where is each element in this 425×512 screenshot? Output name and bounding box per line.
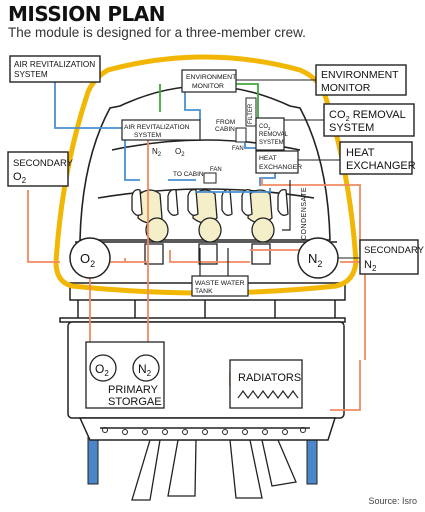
inner-waste-water-tank: WASTE WATER TANK [191, 275, 249, 297]
inner-o2-label: O2 [175, 147, 185, 158]
primary-storage-label: PRIMARY [108, 384, 159, 396]
svg-text:FROM: FROM [216, 119, 235, 126]
callout-leaders [236, 79, 360, 259]
rim-o2-tank [69, 237, 111, 279]
svg-text:EXCHANGER: EXCHANGER [346, 160, 416, 172]
svg-text:N2: N2 [138, 362, 152, 378]
rim-n2-tank [297, 237, 339, 279]
inner-condensate-label: CONDENSATE [301, 187, 308, 240]
svg-text:EXCHANGER: EXCHANGER [259, 164, 302, 171]
svg-text:FAN: FAN [210, 167, 222, 173]
condensate-line [199, 180, 291, 276]
radiators-group: RADIATORS [229, 359, 303, 409]
inner-n2-label: N2 [152, 147, 162, 158]
co2-flow-lines [159, 83, 259, 118]
inner-co2-removal: CO2 REMOVAL SYSTEM [255, 117, 289, 151]
page-title: MISSION PLAN [8, 2, 166, 26]
radiators-label: RADIATORS [238, 372, 301, 384]
svg-text:SYSTEM: SYSTEM [134, 132, 161, 139]
inner-environment-monitor: ENVIRONMENT MONITOR [181, 69, 237, 93]
svg-text:HEAT: HEAT [346, 147, 375, 159]
callout-co2-removal: CO2 REMOVAL SYSTEM [323, 103, 415, 137]
svg-text:ENVIRONMENT: ENVIRONMENT [321, 69, 399, 81]
primary-n2-tank [132, 354, 160, 382]
inner-from-cabin: FROM CABIN FAN [215, 119, 247, 152]
svg-text:CO2 REMOVAL: CO2 REMOVAL [329, 109, 406, 123]
inner-air-revitalization: AIR REVITALIZATION SYSTEM [121, 119, 201, 141]
svg-text:N2: N2 [364, 259, 377, 273]
callout-heat-exchanger: HEAT EXCHANGER [339, 141, 416, 175]
engine-nozzles [131, 439, 297, 501]
callout-secondary-n2: SECONDARY N2 [359, 239, 425, 275]
callout-secondary-o2: SECONDARY O2 [7, 151, 74, 187]
primary-o2-tank [89, 354, 117, 382]
rim-o2-label: O2 [80, 251, 95, 269]
inner-to-cabin: TO CABIN FAN [173, 167, 222, 184]
inner-filter: FILTER [245, 97, 257, 127]
page-subtitle: The module is designed for a three-membe… [8, 25, 306, 40]
svg-text:SECONDARY: SECONDARY [13, 158, 74, 169]
svg-text:TANK: TANK [195, 288, 213, 295]
svg-text:CABIN: CABIN [215, 126, 235, 133]
svg-text:SYSTEM: SYSTEM [329, 122, 374, 134]
svg-text:HEAT: HEAT [259, 155, 277, 162]
svg-text:SECONDARY: SECONDARY [364, 245, 425, 256]
svg-text:ENVIRONMENT: ENVIRONMENT [186, 74, 236, 81]
air-flow-lines [54, 78, 276, 193]
source-credit: Source: Isro [368, 496, 417, 506]
crew-seats [131, 188, 289, 265]
svg-text:AIR REVITALIZATION: AIR REVITALIZATION [14, 60, 95, 69]
svg-text:O2: O2 [95, 362, 109, 378]
svg-text:STORGAE: STORGAE [108, 396, 162, 408]
svg-text:FAN: FAN [232, 146, 244, 152]
primary-storage-group: O2 N2 PRIMARY STORGAE [85, 341, 165, 409]
svg-text:TO CABIN: TO CABIN [173, 171, 204, 178]
svg-text:SYSTEM: SYSTEM [259, 140, 284, 146]
inner-heat-exchanger: HEAT EXCHANGER [255, 150, 302, 174]
svg-text:MONITOR: MONITOR [192, 83, 224, 90]
rim-n2-label: N2 [308, 251, 322, 269]
svg-text:AIR REVITALIZATION: AIR REVITALIZATION [124, 124, 190, 131]
svg-text:WASTE WATER: WASTE WATER [195, 280, 245, 287]
rim-tanks [69, 237, 339, 279]
callout-air-revitalization: AIR REVITALIZATION SYSTEM [9, 55, 101, 83]
svg-text:FILTER: FILTER [248, 103, 254, 124]
svg-text:MONITOR: MONITOR [321, 82, 371, 94]
callout-environment-monitor: ENVIRONMENT MONITOR [315, 64, 407, 96]
svg-text:CO2: CO2 [259, 124, 271, 131]
svg-text:SYSTEM: SYSTEM [14, 70, 48, 79]
svg-text:REMOVAL: REMOVAL [259, 132, 289, 138]
svg-text:O2: O2 [13, 171, 27, 185]
